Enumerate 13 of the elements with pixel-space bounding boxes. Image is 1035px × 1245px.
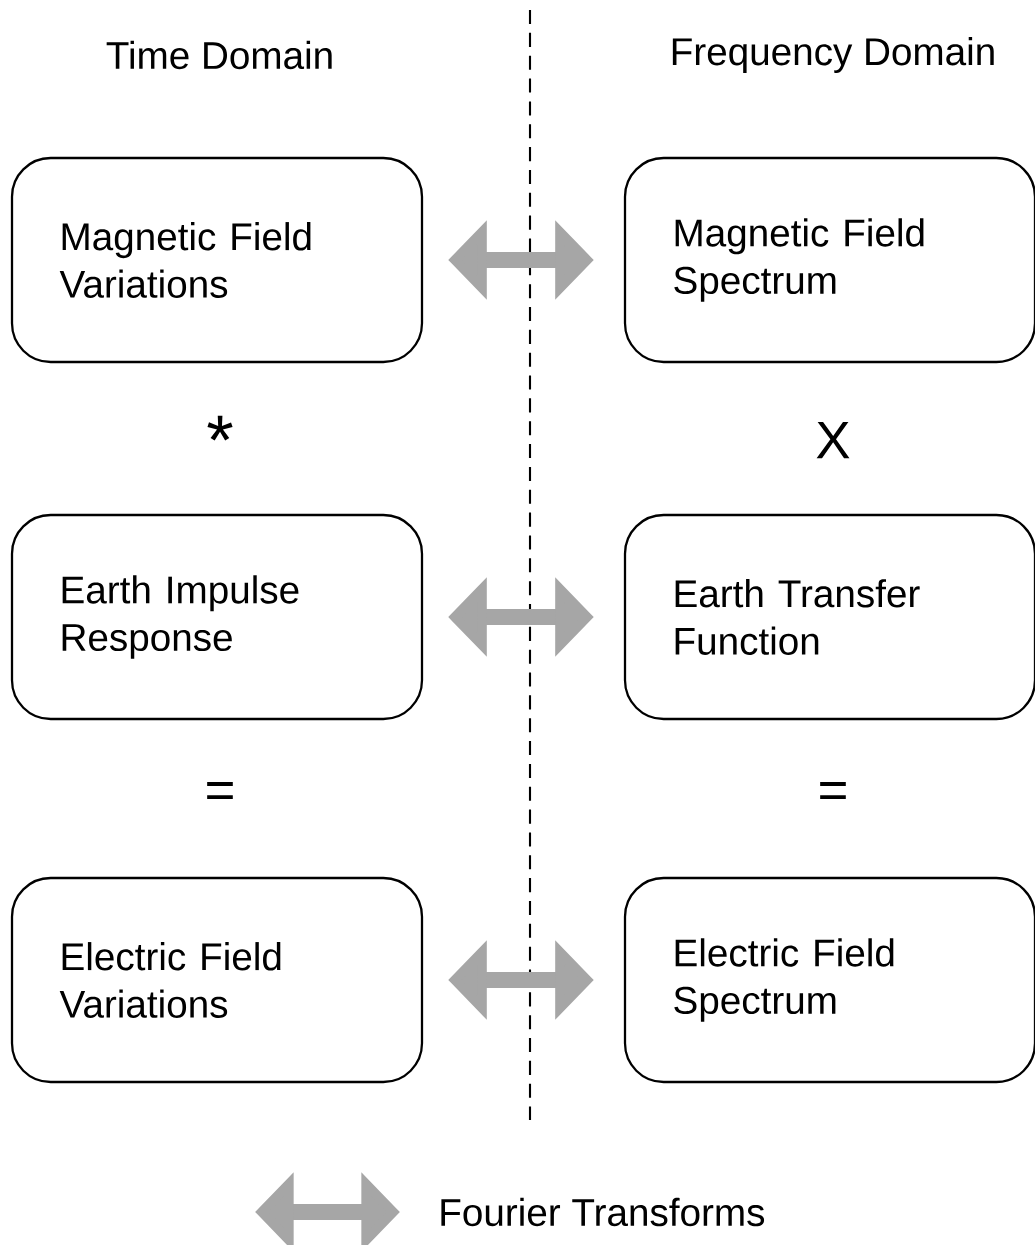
process-box: Electric Field Spectrum	[623, 876, 1035, 1084]
column-heading: Time Domain	[106, 40, 332, 70]
operator-symbol: =	[820, 782, 846, 800]
process-box: Electric Field Variations	[10, 876, 424, 1084]
legend-text: Fourier Transforms	[441, 1197, 765, 1227]
process-box: Magnetic Field Spectrum	[623, 156, 1035, 364]
process-box: Magnetic Field Variations	[10, 156, 424, 364]
operator-symbol: X	[816, 421, 850, 459]
process-box: Earth Transfer Function	[623, 513, 1035, 721]
column-heading: Frequency Domain	[672, 37, 994, 74]
operator-symbol: *	[207, 415, 233, 441]
process-box: Earth Impulse Response	[10, 513, 424, 721]
operator-symbol: =	[207, 782, 233, 800]
